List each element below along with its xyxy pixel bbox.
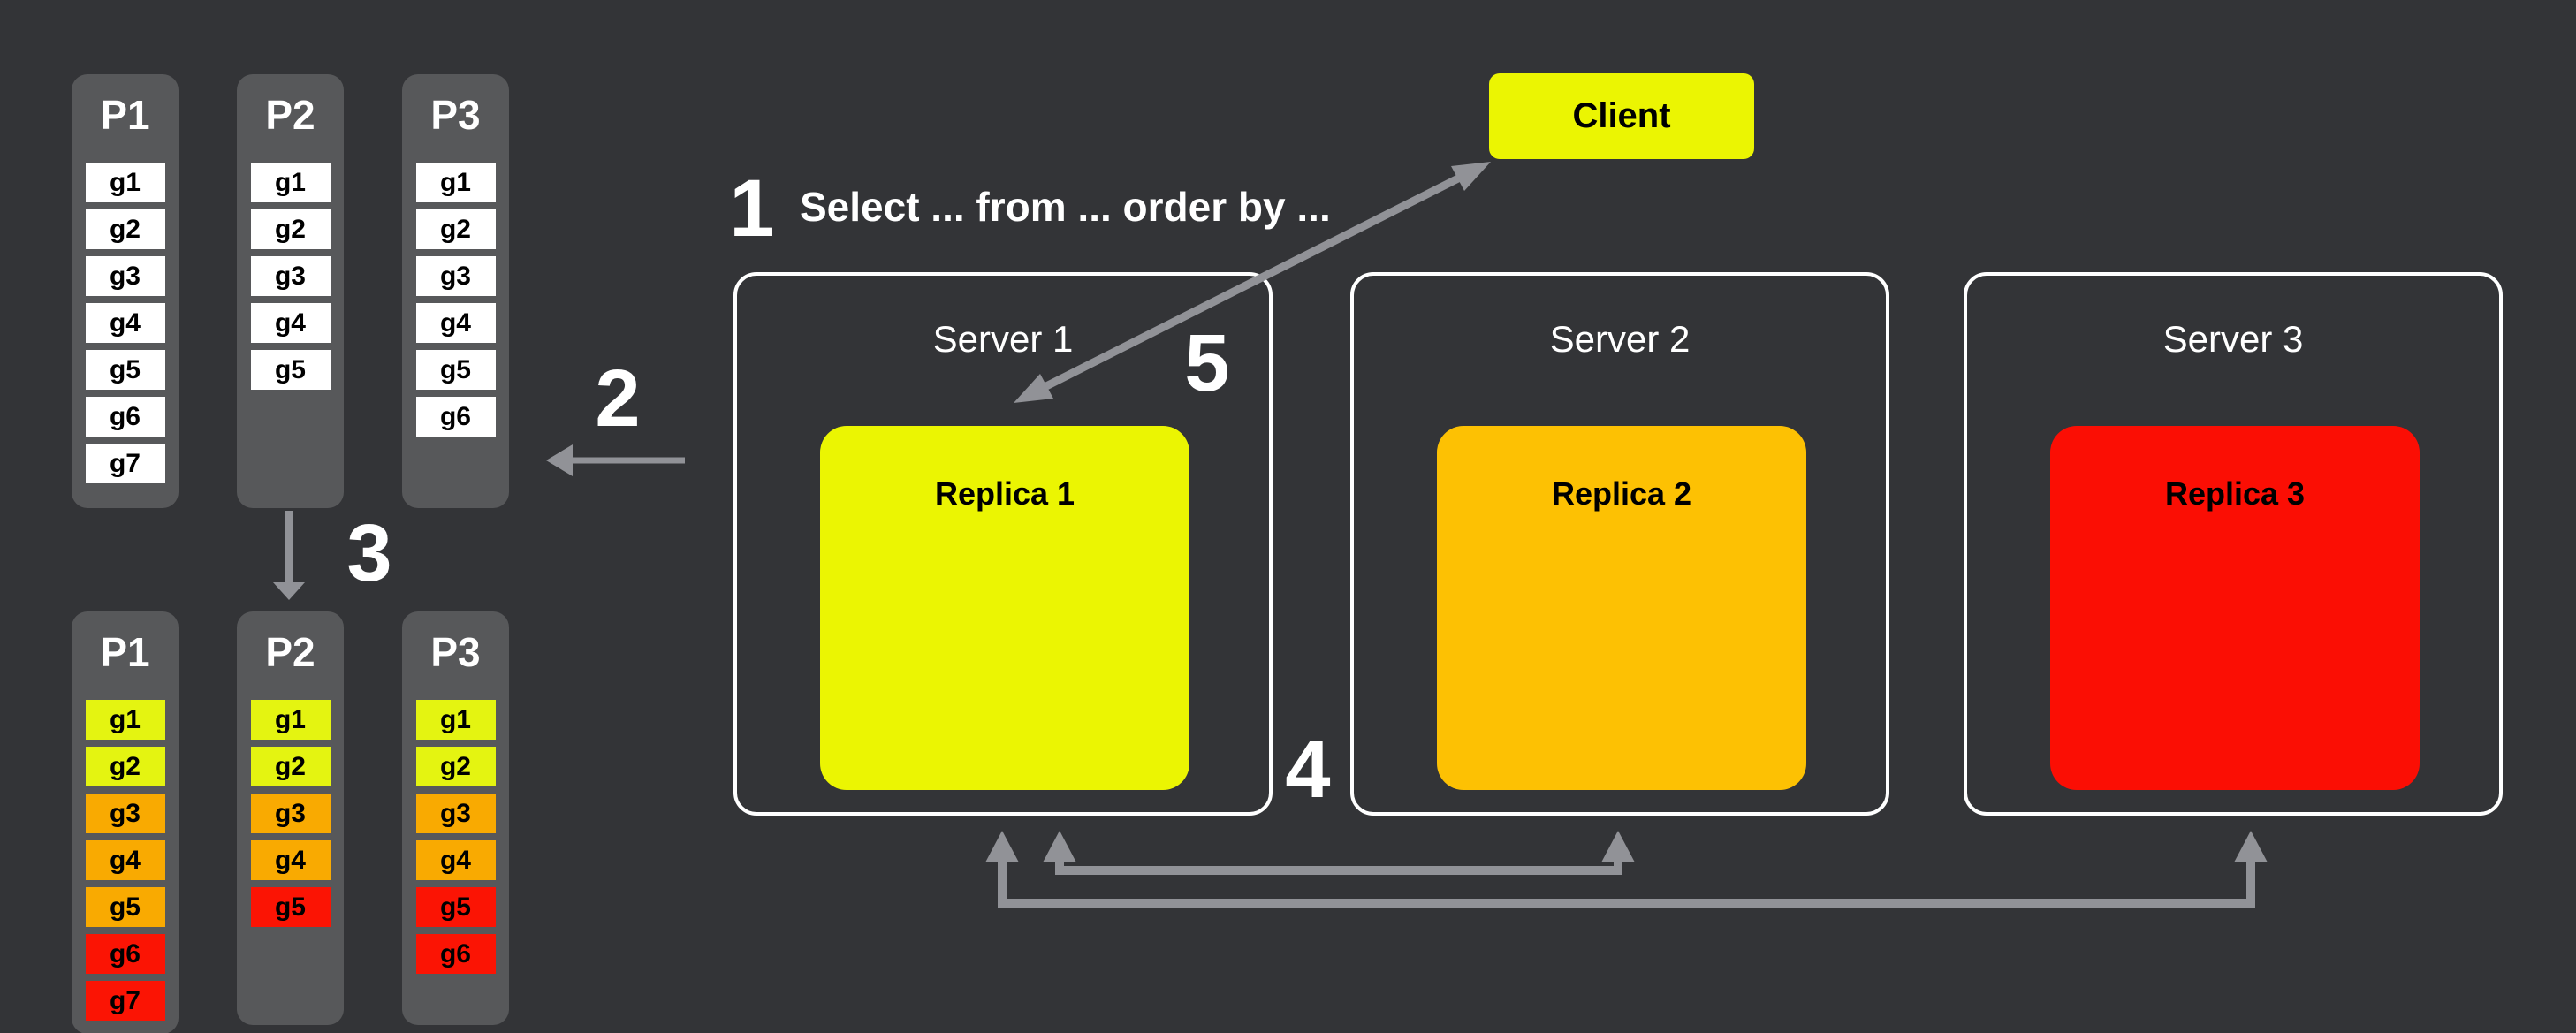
partition-cells: g1 g2 g3 g4 g5 g6: [402, 700, 509, 974]
server-1-box: Server 1 Replica 1: [733, 272, 1273, 816]
client-box: Client: [1489, 73, 1754, 159]
partition-cell: g1: [415, 163, 496, 202]
step-label-2: 2: [595, 353, 641, 444]
partition-cells: g1 g2 g3 g4 g5 g6: [402, 163, 509, 437]
arrow-step3-down: [273, 511, 305, 600]
partition-cell: g6: [415, 934, 496, 974]
server-1-title: Server 1: [932, 318, 1074, 360]
partition-cells: g1 g2 g3 g4 g5: [237, 700, 344, 927]
partition-cell: g7: [85, 981, 165, 1021]
partition-cell: g5: [250, 887, 331, 927]
partition-title: P1: [100, 629, 150, 675]
partition-cell: g4: [250, 840, 331, 880]
partition-cell: g5: [85, 887, 165, 927]
partition-cell: g7: [85, 444, 165, 483]
partition-cell: g2: [250, 209, 331, 249]
partition-cells: g1 g2 g3 g4 g5: [237, 163, 344, 390]
partition-cell: g5: [250, 350, 331, 390]
partition-cell: g6: [415, 397, 496, 437]
partition-cell: g2: [250, 747, 331, 786]
server-3-box: Server 3 Replica 3: [1964, 272, 2503, 816]
partition-cell: g6: [85, 934, 165, 974]
partition-cell: g1: [250, 700, 331, 740]
partition-cell: g3: [85, 794, 165, 833]
replica-2-box: Replica 2: [1437, 426, 1806, 790]
arrow-server1-server3: [985, 831, 2268, 908]
partition-cell: g3: [85, 256, 165, 296]
partition-title: P2: [265, 629, 315, 675]
query-text: Select ... from ... order by ...: [800, 184, 1331, 230]
replica-3-box: Replica 3: [2050, 426, 2420, 790]
partition-cell: g1: [415, 700, 496, 740]
partition-cell: g5: [415, 887, 496, 927]
partition-cell: g1: [250, 163, 331, 202]
partition-cell: g2: [415, 747, 496, 786]
step-label-1: 1: [729, 163, 775, 254]
partition-cell: g3: [415, 256, 496, 296]
partition-cell: g4: [415, 840, 496, 880]
partition-cell: g3: [250, 794, 331, 833]
partition-cell: g4: [250, 303, 331, 343]
partition-bottom-p3: P3 g1 g2 g3 g4 g5 g6: [402, 611, 509, 1025]
partition-title: P3: [430, 629, 481, 675]
partition-cell: g3: [415, 794, 496, 833]
replica-1-box: Replica 1: [820, 426, 1189, 790]
partition-cell: g2: [85, 209, 165, 249]
partition-cell: g4: [415, 303, 496, 343]
client-label: Client: [1572, 96, 1671, 135]
partition-cell: g2: [415, 209, 496, 249]
partition-title: P3: [430, 92, 481, 138]
partition-cell: g3: [250, 256, 331, 296]
partition-top-p1: P1 g1 g2 g3 g4 g5 g6 g7: [72, 74, 179, 508]
step-label-3: 3: [346, 508, 392, 598]
partition-cells: g1 g2 g3 g4 g5 g6 g7: [72, 163, 179, 483]
partition-cell: g4: [85, 840, 165, 880]
partition-cell: g5: [85, 350, 165, 390]
server-2-title: Server 2: [1549, 318, 1691, 360]
partition-cell: g2: [85, 747, 165, 786]
partition-title: P2: [265, 92, 315, 138]
partition-title: P1: [100, 92, 150, 138]
replica-1-label: Replica 1: [934, 475, 1075, 512]
server-2-box: Server 2 Replica 2: [1350, 272, 1889, 816]
step-label-4: 4: [1285, 725, 1331, 815]
partition-bottom-p2: P2 g1 g2 g3 g4 g5: [237, 611, 344, 1025]
replica-3-label: Replica 3: [2164, 475, 2306, 512]
arrow-step2-left: [546, 444, 685, 476]
partition-cell: g1: [85, 700, 165, 740]
partition-cell: g4: [85, 303, 165, 343]
partition-cell: g6: [85, 397, 165, 437]
partition-top-p3: P3 g1 g2 g3 g4 g5 g6: [402, 74, 509, 508]
server-3-title: Server 3: [2162, 318, 2304, 360]
replica-2-label: Replica 2: [1551, 475, 1692, 512]
partition-cell: g1: [85, 163, 165, 202]
partition-cell: g5: [415, 350, 496, 390]
partition-bottom-p1: P1 g1 g2 g3 g4 g5 g6 g7: [72, 611, 179, 1033]
arrow-server1-server2: [1043, 831, 1635, 875]
partition-top-p2: P2 g1 g2 g3 g4 g5: [237, 74, 344, 508]
partition-cells: g1 g2 g3 g4 g5 g6 g7: [72, 700, 179, 1021]
